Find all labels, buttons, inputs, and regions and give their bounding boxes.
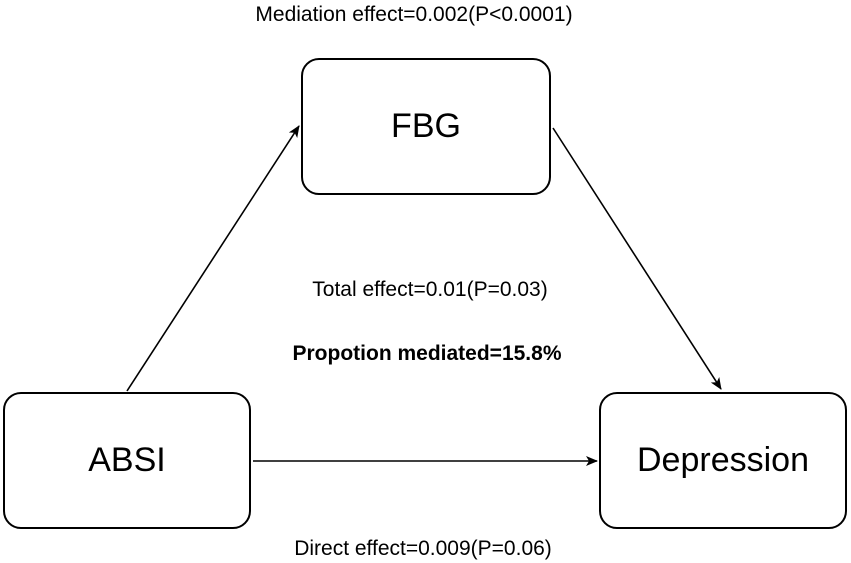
direct-effect-label: Direct effect=0.009(P=0.06) [294, 537, 552, 560]
total-effect-label: Total effect=0.01(P=0.03) [312, 278, 548, 301]
node-depression: Depression [599, 392, 847, 529]
arrow-absi-to-fbg [126, 125, 300, 392]
node-depression-label: Depression [637, 441, 809, 479]
node-absi: ABSI [3, 392, 251, 529]
node-absi-label: ABSI [88, 441, 166, 479]
proportion-mediated-label: Propotion mediated=15.8% [292, 342, 562, 365]
node-fbg: FBG [301, 58, 551, 195]
node-fbg-label: FBG [391, 107, 461, 145]
mediation-effect-label: Mediation effect=0.002(P<0.0001) [255, 3, 573, 26]
arrow-fbg-to-depression [552, 127, 722, 390]
